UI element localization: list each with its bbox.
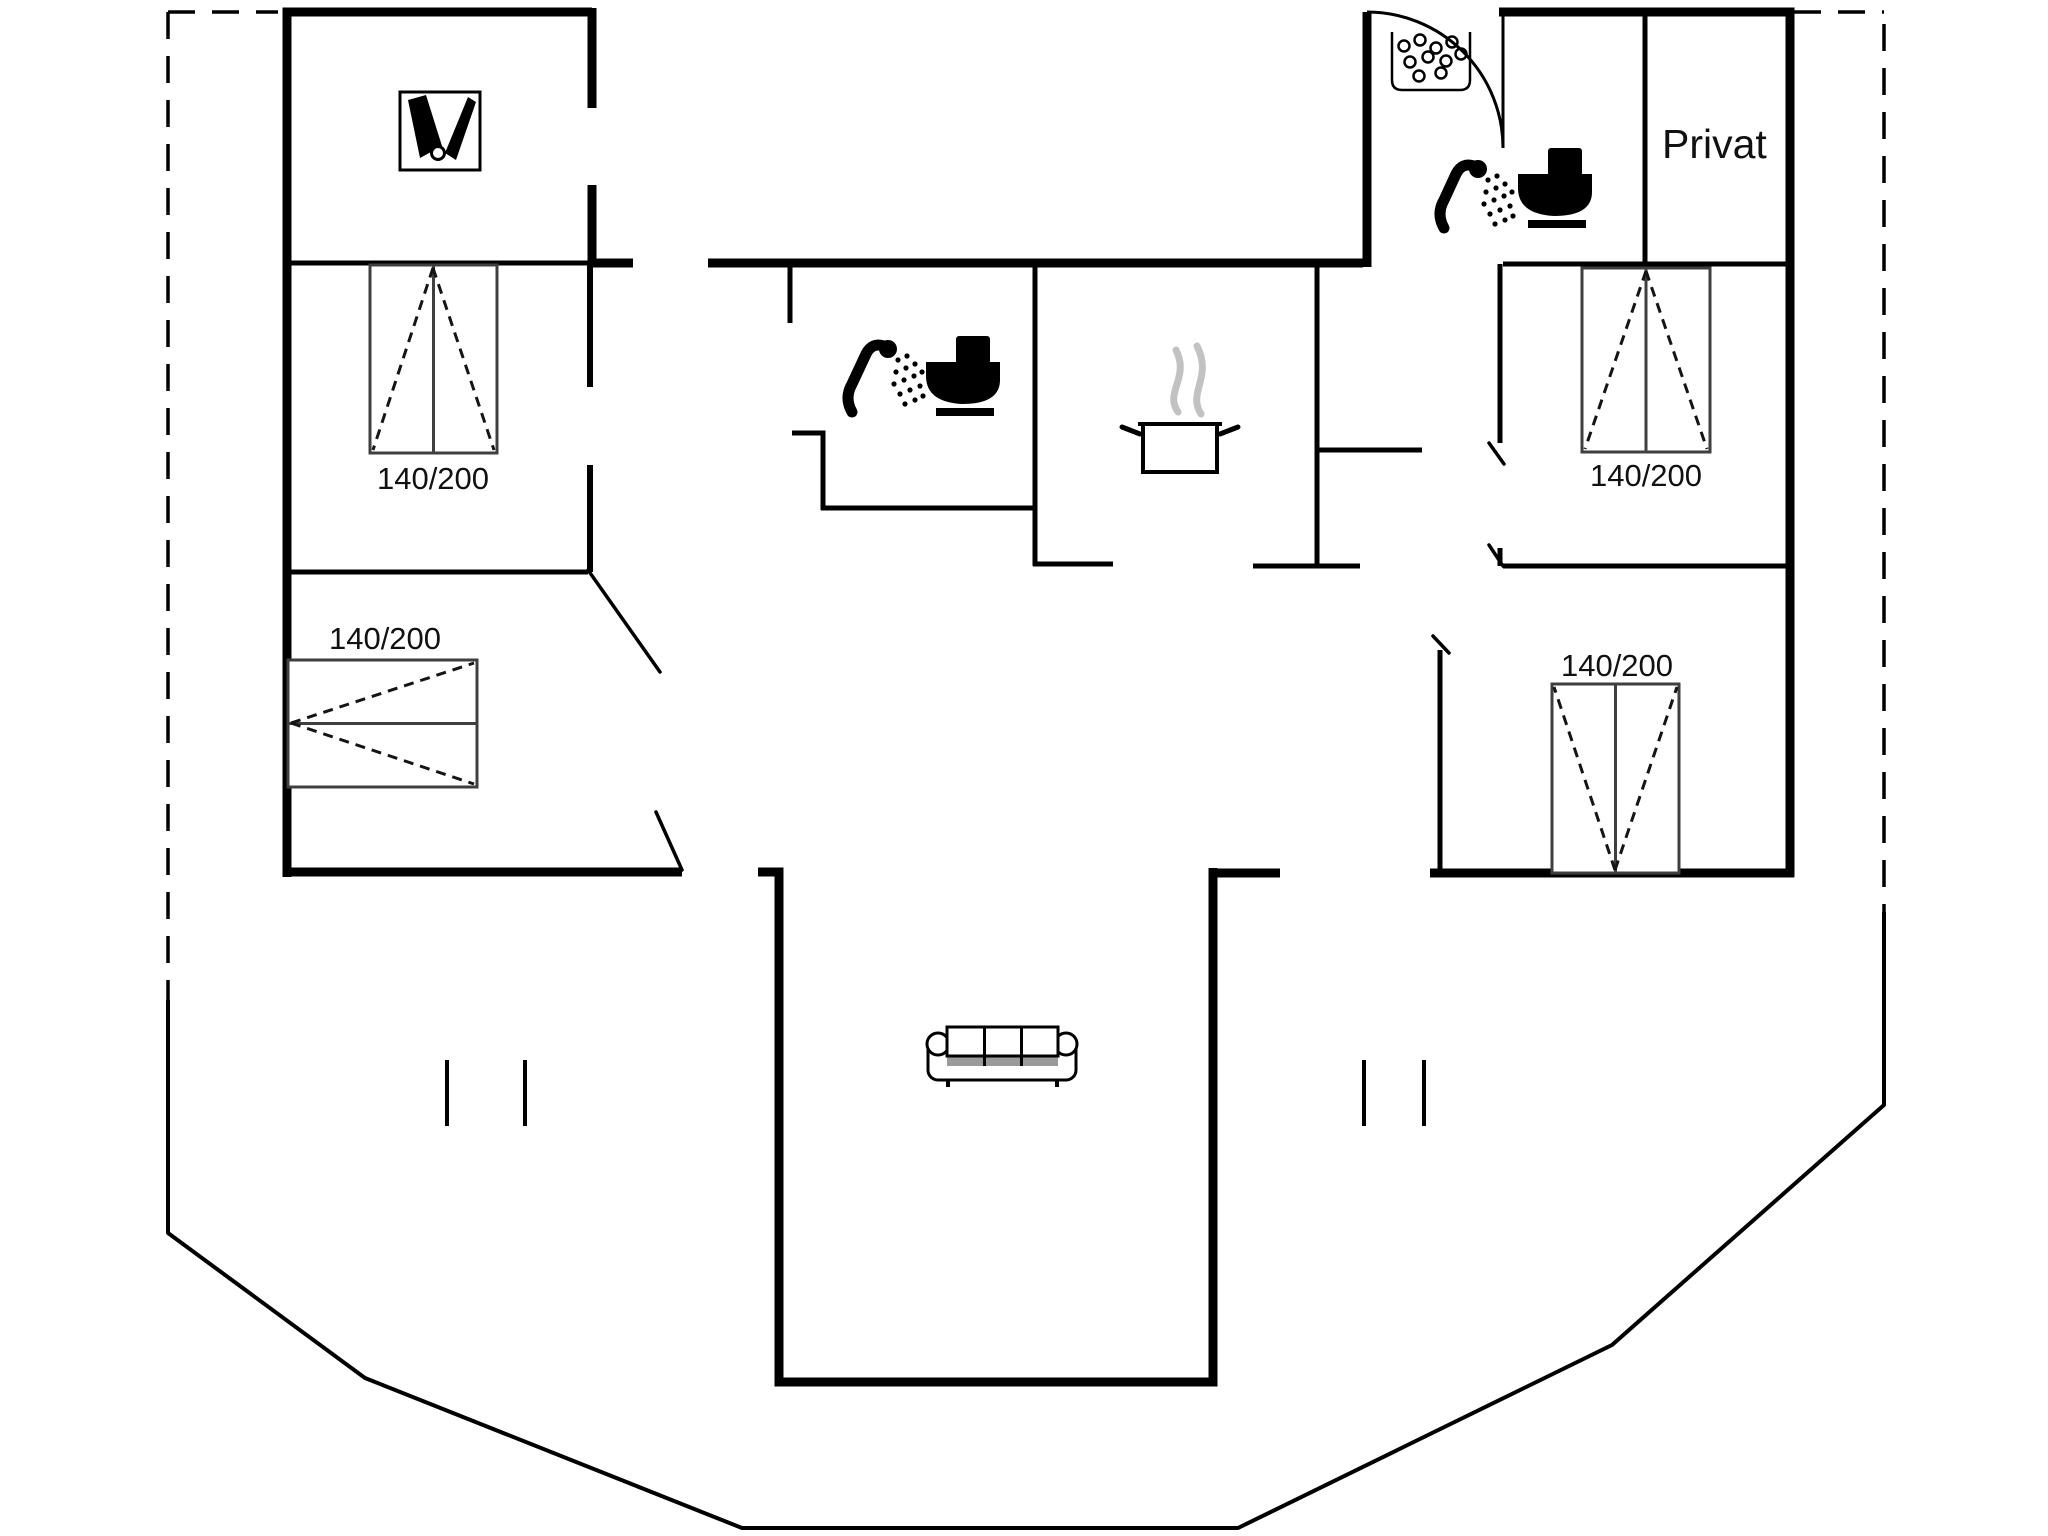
plot-boundary-dashed: [166, 10, 1886, 1000]
living-room-walls: [758, 867, 1218, 1387]
kitchen-symbols: [1119, 342, 1241, 474]
entrance-door-arc: [1366, 10, 1505, 149]
door-leaf: [586, 568, 662, 674]
bathroom-private: [1434, 148, 1592, 234]
bathroom-central: [842, 336, 1000, 418]
door-jamb: [1431, 634, 1451, 655]
bed-lower-right: 140/200: [1550, 648, 1681, 875]
sofa-icon: [925, 1025, 1079, 1087]
bed-upper-right: 140/200: [1580, 266, 1712, 493]
vacuum-cleaner-icon: [398, 90, 482, 172]
bed-size-label: 140/200: [377, 461, 489, 496]
bed-size-label: 140/200: [329, 621, 441, 656]
bed-size-label: 140/200: [1561, 648, 1673, 683]
door-jamb: [1487, 543, 1505, 568]
bed-size-label: 140/200: [1590, 458, 1702, 493]
private-room-label: Privat: [1662, 121, 1767, 167]
door-marks: [586, 10, 1506, 872]
interior-walls: [285, 12, 1790, 873]
shower-icon: [1434, 159, 1516, 234]
washing-machine-icon: [1390, 32, 1472, 92]
toilet-icon: [1518, 148, 1592, 228]
bed-upper-left: 140/200: [368, 263, 499, 496]
bed-lower-left: 140/200: [286, 621, 479, 789]
door-leaf: [654, 810, 684, 872]
terrace-outline: [166, 912, 1886, 1530]
shower-icon: [842, 339, 926, 418]
toilet-icon: [926, 336, 1000, 416]
exterior-walls: [282, 7, 1795, 1387]
cooking-pot-icon: [1119, 422, 1241, 474]
door-jamb: [1487, 441, 1506, 466]
steam-icon: [1170, 342, 1206, 418]
